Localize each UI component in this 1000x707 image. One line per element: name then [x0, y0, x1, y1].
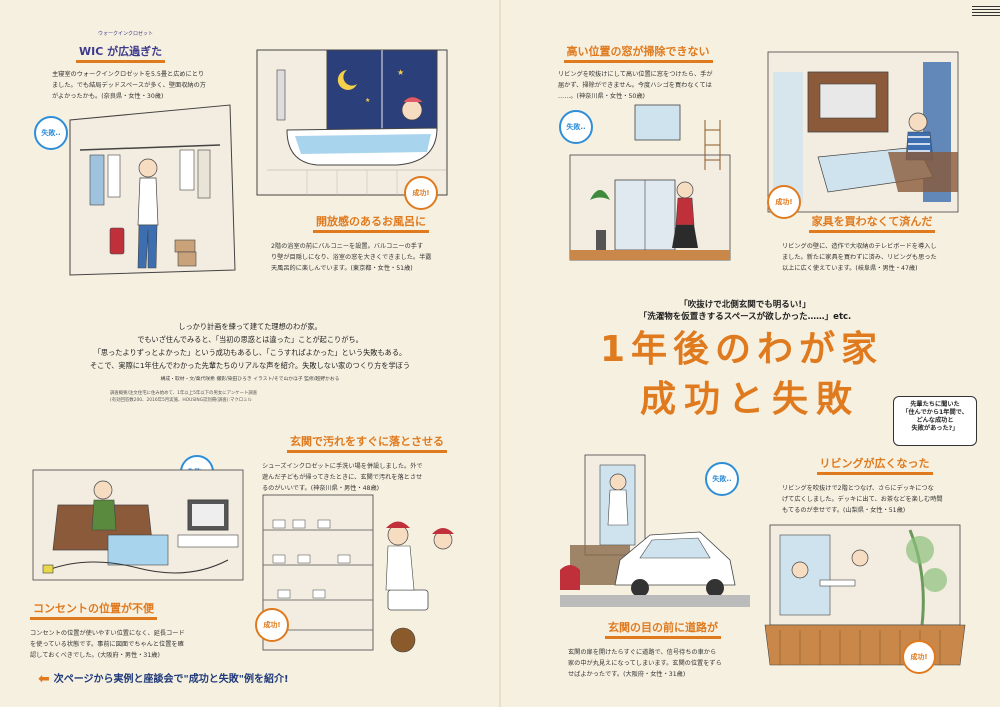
- outlet-title: コンセントの位置が不便: [30, 602, 157, 620]
- section-wic: ウォークインクロゼット WIC が広過ぎた 主寝室のウォークインクロゼットを5.…: [52, 31, 226, 102]
- bath-title: 開放感のあるお風呂に: [313, 215, 429, 233]
- living-body-line: げて広くしました。デッキに出て、お茶などを楽しむ時間: [782, 496, 943, 503]
- road-body-line: せばよかったです。(大阪府・女性・31歳): [568, 671, 686, 678]
- furniture-body-line: リビングの壁に、造作で大収納のテレビボードを導入し: [782, 243, 937, 250]
- section-window: 高い位置の窓が掃除できない リビングを吹抜けにして高い位置に窓をつけたら、手が …: [558, 40, 718, 102]
- section-living: リビングが広くなった リビングを吹抜けで2階とつなげ、さらにデッキにつな げて広…: [782, 452, 967, 516]
- survey-line: (有効回答数200、2016年5月実施、HOUSING誌別冊(調査):マクロミル: [110, 398, 252, 403]
- corner-stripes: [972, 6, 1000, 16]
- lead-text: しっかり計画を練って建てた理想のわが家。 でもいざ住んでみると、「当初の思惑とは…: [40, 320, 460, 372]
- outlet-illustration: [32, 469, 244, 581]
- lead-line: しっかり計画を練って建てた理想のわが家。: [178, 322, 322, 331]
- furniture-title: 家具を買わなくて済んだ: [808, 215, 936, 233]
- section-entrance: 玄関で汚れをすぐに落とさせる シューズインクロゼットに手洗い場を併設しました。外…: [262, 430, 472, 494]
- window-body-line: 届かず、掃除ができません。今度ハシゴを買わなくては: [558, 82, 712, 89]
- speech-bubble: 先輩たちに聞いた 「住んでから1年間で、 どんな成功と 失敗があった?」: [893, 396, 977, 446]
- window-body-line: ……。(神奈川県・女性・50歳): [558, 93, 645, 100]
- bubble-line: 先輩たちに聞いた: [910, 401, 960, 408]
- road-title: 玄関の目の前に道路が: [605, 621, 721, 639]
- furniture-illustration: [767, 51, 959, 213]
- entrance-body-line: るのがいいです。(神奈川県・男性・48歳): [262, 485, 380, 492]
- road-body-line: 家の中が丸見えになってしまいます。玄関の位置をずら: [568, 660, 722, 667]
- bubble-line: 失敗があった?」: [911, 425, 959, 432]
- bath-body: 2階の浴室の前にバルコニーを設置。バルコニーの手す り壁が目隠しになり、浴室の窓…: [271, 241, 471, 274]
- headline-quote: 「洗濯物を仮置きするスペースが欲しかった……」etc.: [638, 312, 852, 322]
- bath-body-line: り壁が目隠しになり、浴室の窓を大きくできました。半露: [271, 254, 432, 261]
- wic-title: WIC が広過ぎた: [76, 45, 166, 63]
- bath-badge: 成功!: [404, 176, 438, 210]
- wic-body-line: ました。でも結局デッドスペースが多く、壁面収納の方: [52, 82, 206, 89]
- road-illustration: [560, 454, 750, 607]
- outlet-body-line: を使っている状態です。事前に図面でちゃんと位置を確: [30, 641, 184, 648]
- credits: 構成・取材・文/桑代咲希 撮影/染田ひろき イラスト/そで山かほ子 監修/越野か…: [160, 377, 340, 382]
- lead-line: 「思ったよりずっとよかった」という成功もあるし、「こうすればよかった」という失敗…: [93, 348, 407, 357]
- furniture-body: リビングの壁に、造作で大収納のテレビボードを導入し ました。新たに家具を買わずに…: [782, 241, 962, 274]
- wic-body-line: 主寝室のウォークインクロゼットを5.5畳と広めにとり: [52, 71, 205, 78]
- bubble-line: どんな成功と: [916, 417, 954, 424]
- section-furniture: 家具を買わなくて済んだ リビングの壁に、造作で大収納のテレビボードを導入し まし…: [782, 210, 962, 274]
- furniture-body-line: ました。新たに家具を買わずに済み、リビングも思った: [782, 254, 937, 261]
- survey-line: 調査概要/注文住宅に住み始めて、1年以上5年以下の男女にアンケート調査: [110, 391, 258, 396]
- arrow-left-icon: ⬅: [38, 671, 50, 687]
- window-illustration: [569, 104, 731, 261]
- wic-body: 主寝室のウォークインクロゼットを5.5畳と広めにとり ました。でも結局デッドスペ…: [52, 69, 212, 102]
- footer-note[interactable]: ⬅次ページから実例と座談会で"成功と失敗"例を紹介!: [38, 670, 289, 687]
- living-body: リビングを吹抜けで2階とつなげ、さらにデッキにつな げて広くしました。デッキに出…: [782, 483, 967, 516]
- section-bath: 開放感のあるお風呂に 2階の浴室の前にバルコニーを設置。バルコニーの手す り壁が…: [271, 210, 471, 274]
- wic-body-line: がよかったかも。(奈良県・女性・30歳): [52, 93, 164, 100]
- headline-title-line2: 成功と失敗: [640, 379, 861, 420]
- entrance-body-line: 遊んだ子どもが帰ってきたときに、玄関で汚れを落とさせ: [262, 474, 423, 481]
- road-body: 玄関の扉を開けたらすぐに道路で、信号待ちの車から 家の中が丸見えになってしまいま…: [568, 647, 758, 680]
- window-body-line: リビングを吹抜けにして高い位置に窓をつけたら、手が: [558, 71, 713, 78]
- entrance-badge: 成功!: [255, 608, 289, 642]
- road-body-line: 玄関の扉を開けたらすぐに道路で、信号待ちの車から: [568, 649, 717, 656]
- wic-illustration: [69, 104, 236, 276]
- bath-body-line: 2階の浴室の前にバルコニーを設置。バルコニーの手す: [271, 243, 424, 250]
- living-illustration: [764, 524, 966, 666]
- furniture-body-line: 以上に広く使えています。(岐阜県・男性・47歳): [782, 265, 918, 272]
- window-body: リビングを吹抜けにして高い位置に窓をつけたら、手が 届かず、掃除ができません。今…: [558, 69, 718, 102]
- headline-quote: 「吹抜けで北側玄関でも明るい!」: [679, 300, 811, 310]
- bath-illustration: ★ ★: [256, 49, 448, 196]
- living-body-line: もてるのが幸せです。(山梨県・女性・51歳): [782, 507, 906, 514]
- lead-line: でもいざ住んでみると、「当初の思惑とは違った」ことが起こりがち。: [137, 335, 363, 344]
- headline-quotes: 「吹抜けで北側玄関でも明るい!」 「洗濯物を仮置きするスペースが欲しかった……」…: [585, 299, 905, 323]
- section-road: 玄関の目の前に道路が 玄関の扉を開けたらすぐに道路で、信号待ちの車から 家の中が…: [568, 616, 758, 680]
- lead-line: そこで、実際に1年住んでわかった先輩たちのリアルな声を紹介。失敗しない家のつくり…: [89, 361, 411, 370]
- living-badge: 成功!: [902, 640, 936, 674]
- outlet-body-line: 認しておくべきでした。(大阪府・男性・31歳): [30, 652, 160, 659]
- wic-badge: 失敗..: [34, 116, 68, 150]
- living-body-line: リビングを吹抜けで2階とつなげ、さらにデッキにつな: [782, 485, 934, 492]
- svg-text:★: ★: [365, 97, 370, 104]
- window-title: 高い位置の窓が掃除できない: [563, 45, 713, 63]
- footer-text: 次ページから実例と座談会で"成功と失敗"例を紹介!: [53, 674, 289, 685]
- page-gutter: [499, 0, 501, 707]
- furniture-badge: 成功!: [767, 185, 801, 219]
- section-outlet: コンセントの位置が不便 コンセントの位置が使いやすい位置になく、延長コード を使…: [30, 597, 230, 661]
- outlet-body-line: コンセントの位置が使いやすい位置になく、延長コード: [30, 630, 185, 637]
- entrance-title: 玄関で汚れをすぐに落とさせる: [287, 435, 447, 453]
- survey-note: 調査概要/注文住宅に住み始めて、1年以上5年以下の男女にアンケート調査 (有効回…: [40, 390, 460, 404]
- road-badge: 失敗..: [705, 462, 739, 496]
- lead-block: しっかり計画を練って建てた理想のわが家。 でもいざ住んでみると、「当初の思惑とは…: [40, 320, 460, 404]
- entrance-body-line: シューズインクロゼットに手洗い場を併設しました。外で: [262, 463, 423, 470]
- outlet-body: コンセントの位置が使いやすい位置になく、延長コード を使っている状態です。事前に…: [30, 628, 230, 661]
- bubble-line: 「住んでから1年間で、: [902, 409, 968, 416]
- wic-ruby: ウォークインクロゼット: [98, 31, 154, 37]
- bath-body-line: 天風呂的に楽しんでいます。(東京都・女性・51歳): [271, 265, 413, 272]
- svg-text:★: ★: [397, 68, 404, 77]
- entrance-illustration: [262, 494, 454, 653]
- window-badge: 失敗..: [559, 110, 593, 144]
- headline-title-line1: 1年後のわが家: [600, 329, 884, 370]
- entrance-body: シューズインクロゼットに手洗い場を併設しました。外で 遊んだ子どもが帰ってきたと…: [262, 461, 472, 494]
- living-title: リビングが広くなった: [816, 457, 933, 475]
